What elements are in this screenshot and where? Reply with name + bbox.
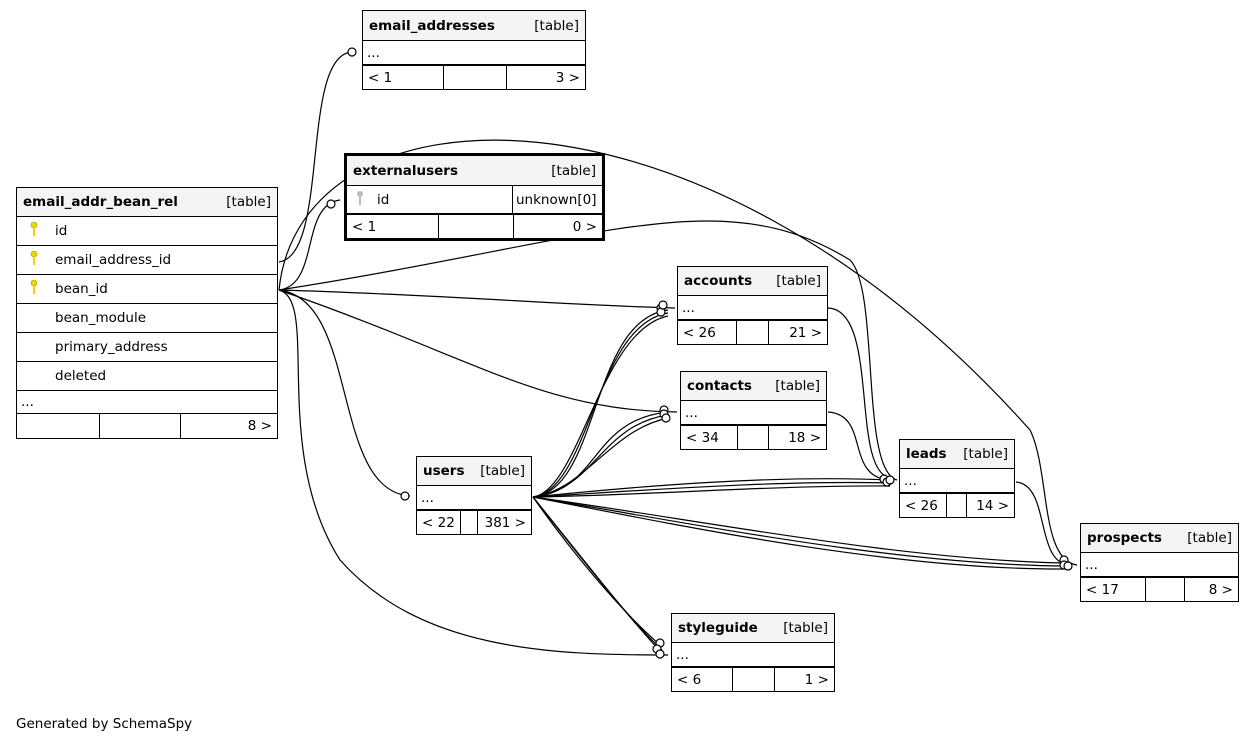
more-columns: ... (17, 391, 277, 414)
parents-count[interactable]: < 17 (1081, 578, 1146, 601)
table-footer: < 26 14 > (900, 493, 1014, 517)
table-type: [table] (226, 194, 271, 210)
table-type: [table] (551, 162, 596, 179)
table-type: [table] (776, 273, 821, 289)
table-type: [table] (963, 446, 1008, 462)
table-footer: 8 > (17, 414, 277, 438)
column-name: primary_address (55, 339, 168, 355)
table-type: [table] (1187, 530, 1232, 546)
table-footer: < 22 381 > (417, 510, 531, 534)
table-email-addresses[interactable]: email_addresses [table] ... < 1 3 > (362, 10, 586, 90)
table-header: accounts [table] (678, 267, 827, 296)
more-columns: ... (363, 41, 585, 65)
parents-count[interactable]: < 1 (347, 215, 439, 238)
table-header: contacts [table] (681, 372, 826, 401)
table-name: leads (906, 446, 947, 462)
children-count[interactable]: 1 > (804, 671, 829, 688)
edge-leads (278, 220, 898, 481)
children-count[interactable]: 0 > (572, 218, 597, 235)
edge-accounts (278, 289, 676, 309)
foreign-key-icon (347, 190, 373, 210)
table-header: email_addresses [table] (363, 11, 585, 41)
column-name: deleted (55, 368, 107, 384)
table-name: email_addresses (369, 17, 495, 34)
row-count[interactable]: 8 > (247, 418, 272, 434)
table-header: prospects [table] (1081, 524, 1238, 553)
children-count[interactable]: 381 > (484, 514, 526, 531)
table-type: [table] (534, 17, 579, 34)
column-row: bean_id (17, 275, 277, 304)
parents-count[interactable]: < 22 (417, 511, 461, 534)
column-name: id (373, 186, 513, 213)
key-icon (17, 279, 51, 299)
more-columns: ... (681, 401, 826, 425)
key-icon (17, 221, 51, 241)
column-name: bean_module (55, 310, 147, 326)
table-footer: < 17 8 > (1081, 577, 1238, 601)
table-header: leads [table] (900, 440, 1014, 469)
more-columns: ... (678, 296, 827, 320)
edge-styleguide (278, 289, 669, 656)
table-header: users [table] (417, 457, 531, 486)
table-contacts[interactable]: contacts [table] ... < 34 18 > (680, 371, 827, 450)
parents-count[interactable]: < 26 (678, 321, 737, 344)
children-count[interactable]: 3 > (555, 69, 580, 86)
table-email-addr-bean-rel[interactable]: email_addr_bean_rel [table] id email_add… (16, 187, 278, 439)
table-name: prospects (1087, 530, 1162, 546)
table-accounts[interactable]: accounts [table] ... < 26 21 > (677, 266, 828, 345)
table-footer: < 26 21 > (678, 320, 827, 344)
column-row: email_address_id (17, 246, 277, 275)
table-name: users (423, 463, 465, 479)
table-type: [table] (775, 378, 820, 394)
parents-count[interactable]: < 6 (672, 668, 733, 691)
edge-email-addresses (278, 51, 353, 263)
parents-count[interactable]: < 26 (900, 494, 947, 517)
generated-by-caption: Generated by SchemaSpy (16, 716, 193, 732)
table-header: externalusers [table] (347, 156, 602, 186)
column-row: deleted (17, 362, 277, 391)
edge-contacts (278, 289, 678, 413)
table-name: externalusers (353, 162, 458, 179)
table-footer: < 1 3 > (363, 65, 585, 89)
column-name: email_address_id (55, 252, 172, 268)
table-name: accounts (684, 273, 753, 289)
parents-count[interactable]: < 1 (363, 66, 444, 89)
table-header: styleguide [table] (672, 614, 834, 643)
key-icon (17, 250, 51, 270)
column-type: unknown[0] (516, 191, 597, 208)
table-footer: < 34 18 > (681, 425, 826, 449)
table-header: email_addr_bean_rel [table] (17, 188, 277, 217)
children-count[interactable]: 8 > (1208, 581, 1233, 598)
table-styleguide[interactable]: styleguide [table] ... < 6 1 > (671, 613, 835, 692)
table-name: contacts (687, 378, 752, 394)
table-name: styleguide (678, 620, 758, 636)
more-columns: ... (672, 643, 834, 667)
column-name: bean_id (55, 281, 108, 297)
children-count[interactable]: 14 > (976, 497, 1009, 514)
column-name: id (55, 223, 68, 239)
parents-count[interactable]: < 34 (681, 426, 738, 449)
column-row: bean_module (17, 304, 277, 333)
column-row: id unknown[0] (347, 186, 602, 214)
table-footer: < 1 0 > (347, 214, 602, 238)
table-leads[interactable]: leads [table] ... < 26 14 > (899, 439, 1015, 518)
column-row: id (17, 217, 277, 246)
table-name: email_addr_bean_rel (23, 194, 178, 210)
children-count[interactable]: 21 > (789, 324, 822, 341)
more-columns: ... (417, 486, 531, 510)
more-columns: ... (1081, 553, 1238, 577)
more-columns: ... (900, 469, 1014, 493)
column-row: primary_address (17, 333, 277, 362)
children-count[interactable]: 18 > (788, 429, 821, 446)
table-users[interactable]: users [table] ... < 22 381 > (416, 456, 532, 535)
table-prospects[interactable]: prospects [table] ... < 17 8 > (1080, 523, 1239, 602)
table-type: [table] (783, 620, 828, 636)
table-footer: < 6 1 > (672, 667, 834, 691)
edge-users (278, 289, 411, 497)
table-externalusers[interactable]: externalusers [table] id unknown[0] < 1 … (344, 153, 605, 241)
table-type: [table] (480, 463, 525, 479)
